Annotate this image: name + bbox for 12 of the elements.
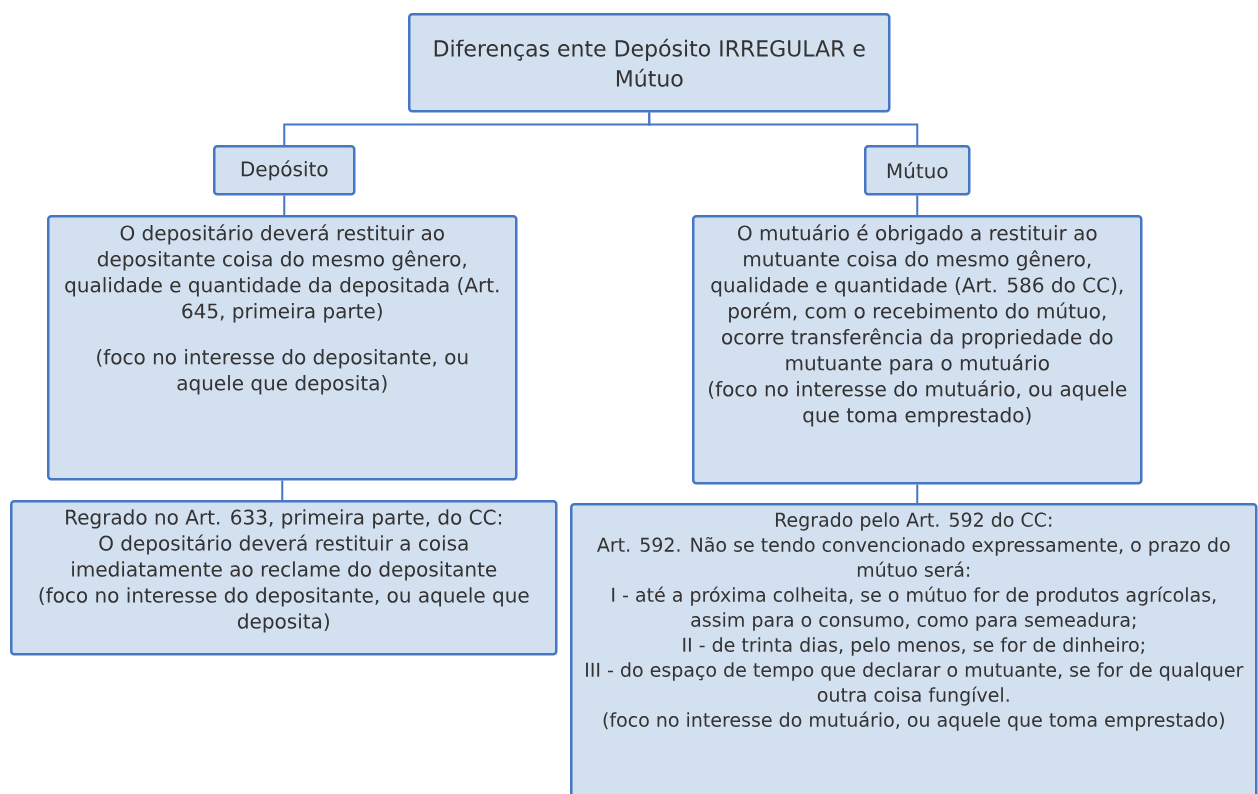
text-box: Regrado pelo Art. 592 do CC: Art. 592. Não se tendo convencionado expressamente, o prazo do mútuo será: I - até a próxima colheita, se o mútuo for de produtos agrícolas, assim para o consumo, como para semeadura; II - de trinta dias, pelo menos, se for de dinheiro; III - do espaço de tempo que declarar o mutuante, se for de qualquer outra coisa fungível. (foco no interesse do mutuário, ou aquele que toma emprestado) [570, 503, 1258, 794]
connector [648, 111, 919, 146]
connector [916, 483, 919, 504]
title-box: Diferenças ente Depósito IRREGULAR e Mútuo [408, 13, 891, 113]
text-box: O depositário deverá restituir ao depositante coisa do mesmo gênero, qualidade e quantidade da depositada (Art. 645, primeira parte) (foco no interesse do depositante, ou aquele que deposita) [47, 215, 518, 481]
topic-box: Mútuo [864, 145, 971, 196]
connector [281, 479, 284, 501]
connector [916, 194, 919, 216]
text-box: O mutuário é obrigado a restituir ao mutuante coisa do mesmo gênero, qualidade e quantidade (Art. 586 do CC), porém, com o recebimento do mútuo, ocorre transferência da propriedade do mutuante para o mutuário (foco no interesse do mutuário, ou aquele que toma emprestado) [692, 215, 1143, 485]
connector [283, 194, 286, 216]
topic-box: Depósito [213, 145, 356, 196]
text-box: Regrado no Art. 633, primeira parte, do CC: O depositário deverá restituir a coisa imediatamente ao reclame do depositante (foco no interesse do depositante, ou aquele que deposita) [10, 500, 558, 656]
